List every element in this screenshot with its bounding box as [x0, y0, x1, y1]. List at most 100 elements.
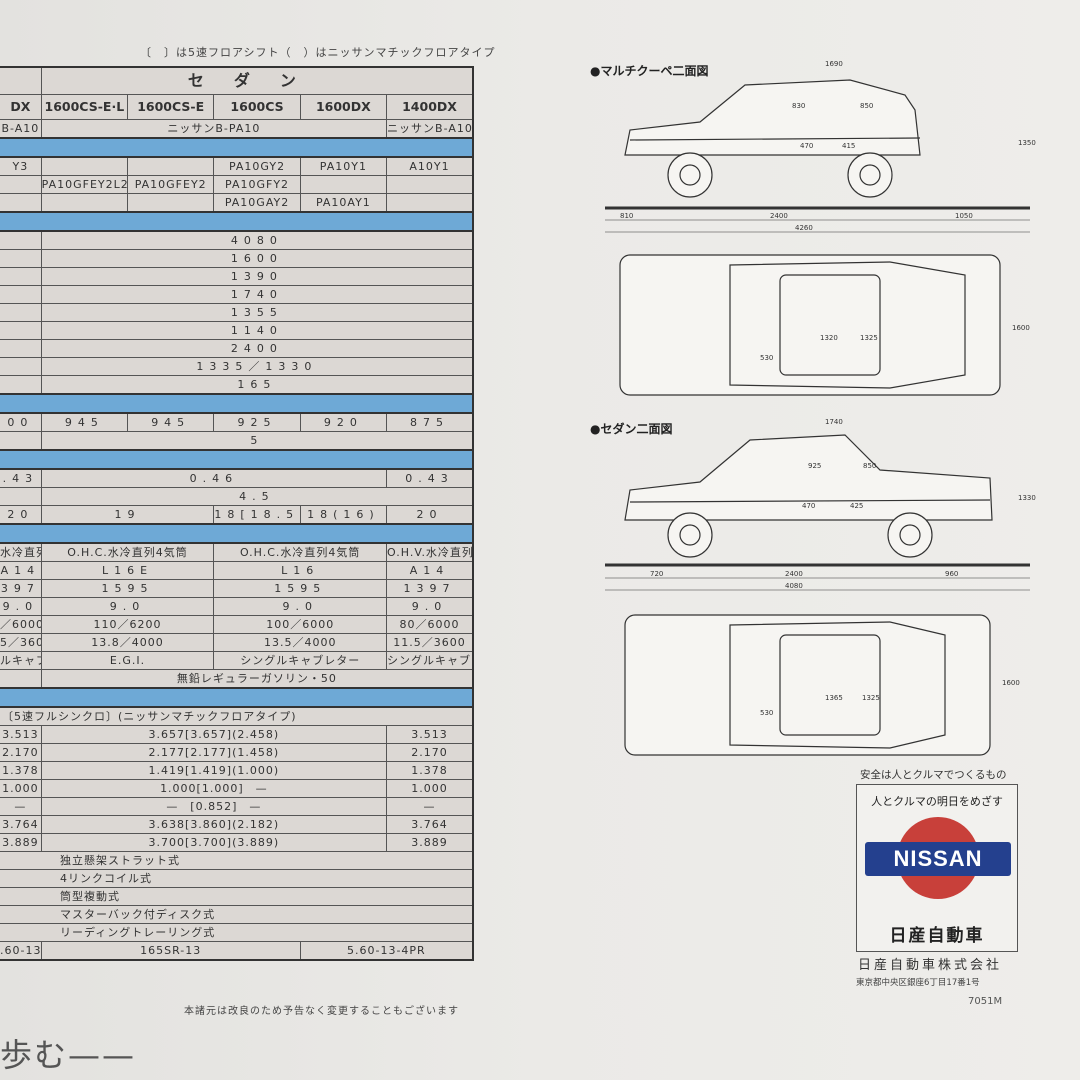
table-cell: 2400 [40, 339, 474, 358]
section-band [0, 687, 473, 708]
dim-label: 1330 [1018, 494, 1036, 502]
dim-label: 850 [860, 102, 873, 110]
table-cell [0, 303, 42, 322]
table-cell: 1740 [40, 285, 474, 304]
table-cell [0, 669, 42, 689]
table-cell: .43 [0, 468, 42, 488]
table-cell: 1600CS-E [127, 94, 215, 120]
table-row: 1140 [0, 321, 474, 340]
table-cell: 20 [386, 505, 474, 525]
table-cell: 9.0 [213, 597, 388, 616]
table-row: 4リンクコイル式 [0, 869, 474, 888]
table-cell: 80／6000 [386, 615, 474, 634]
table-cell: B-A10 [0, 119, 42, 139]
table-cell [0, 487, 42, 506]
table-cell: O.H.C.水冷直列4気筒 [40, 542, 215, 562]
table-cell: 00 [0, 412, 42, 432]
table-cell: — [0.852] — [40, 797, 388, 816]
table-cell: 3.700[3.700](3.889) [40, 833, 388, 852]
table-row: .60-13-4PR165SR-135.60-13-4PR [0, 941, 474, 961]
section-band [0, 137, 473, 158]
table-cell: 13.8／4000 [40, 633, 215, 652]
logo-wordmark: NISSAN [865, 842, 1011, 876]
table-cell [0, 230, 42, 250]
sedan-dimension-labels: 1740 925 850 470 425 1330 720 2400 960 4… [650, 418, 1036, 590]
table-row: 2400 [0, 339, 474, 358]
table-cell: PA10GY2 [213, 156, 301, 176]
table-cell [386, 193, 474, 213]
coupe-top-view [619, 254, 1001, 396]
company-name: 日産自動車株式会社 [858, 958, 1003, 973]
table-cell: 165SR-13 [40, 941, 301, 961]
table-cell: 1.419[1.419](1.000) [40, 761, 388, 780]
table-cell: 4リンクコイル式 [0, 869, 474, 888]
table-cell: PA10GFEY2 [127, 175, 215, 194]
table-cell: 945 [40, 412, 129, 432]
dim-label: 530 [760, 709, 773, 717]
company-address: 東京都中央区銀座6丁目17番1号 [856, 978, 980, 988]
logo-japanese-name: 日産自動車 [889, 926, 985, 946]
table-cell: 1390 [40, 267, 474, 286]
section-band-cell [0, 211, 473, 232]
coupe-top-dimension-labels: 1320 1325 530 1600 [760, 324, 1030, 362]
nissan-logo: 人とクルマの明日をめざす NISSAN 日産自動車 [856, 784, 1018, 952]
table-row: 1740 [0, 285, 474, 304]
table-cell [40, 193, 129, 213]
table-cell [127, 156, 215, 176]
table-cell: A14 [386, 561, 474, 580]
table-cell: 100／6000 [213, 615, 388, 634]
table-cell [0, 321, 42, 340]
table-cell: 3.889 [0, 833, 42, 852]
table-cell: 1335／1330 [40, 357, 474, 376]
dim-label: 1600 [1002, 679, 1020, 687]
table-row: 1600 [0, 249, 474, 268]
table-row: 5 [0, 431, 474, 451]
table-cell [0, 357, 42, 376]
section-band [0, 523, 473, 544]
table-cell [0, 193, 42, 213]
dim-label: 415 [842, 142, 855, 150]
dim-label: 1325 [860, 334, 878, 342]
table-cell: 無鉛レギュラーガソリン・50 [40, 669, 474, 689]
table-cell: 18[18.5](16) [213, 505, 301, 525]
table-cell: リーディングトレーリング式 [0, 923, 474, 942]
dim-label: 1690 [825, 60, 843, 68]
sedan-caption: ●セダン二面図 [590, 422, 673, 436]
table-cell: 1600CS [213, 94, 301, 120]
table-cell: — [0, 797, 42, 816]
table-cell [0, 66, 42, 95]
table-cell: 5 [40, 431, 474, 451]
table-cell: PA10Y1 [299, 156, 388, 176]
section-band-cell [0, 449, 473, 470]
section-band [0, 449, 473, 470]
table-cell: 945 [127, 412, 215, 432]
table-cell: セダン [40, 66, 474, 95]
table-cell [0, 375, 42, 395]
table-cell: 1355 [40, 303, 474, 322]
dim-label: 1325 [862, 694, 880, 702]
dim-label: 470 [802, 502, 815, 510]
car-drawings: 1690 830 850 470 415 1350 810 2400 1050 … [605, 60, 1036, 756]
table-cell: L16 [213, 561, 388, 580]
dim-label: 1050 [955, 212, 973, 220]
dim-label: 1350 [1018, 139, 1036, 147]
section-band-cell [0, 393, 473, 414]
table-cell: PA10AY1 [299, 193, 388, 213]
table-cell: O.H.C.水冷直列4気筒 [213, 542, 388, 562]
table-cell: 5／3600 [0, 633, 42, 652]
table-row: 水冷直列4気筒O.H.C.水冷直列4気筒O.H.C.水冷直列4気筒O.H.V.水… [0, 542, 474, 562]
table-cell: — [386, 797, 474, 816]
table-cell: 1.000 [0, 779, 42, 798]
table-cell: 920 [299, 412, 388, 432]
dim-label: 1320 [820, 334, 838, 342]
coupe-side-view [605, 79, 1030, 233]
table-cell: 1.378 [386, 761, 474, 780]
